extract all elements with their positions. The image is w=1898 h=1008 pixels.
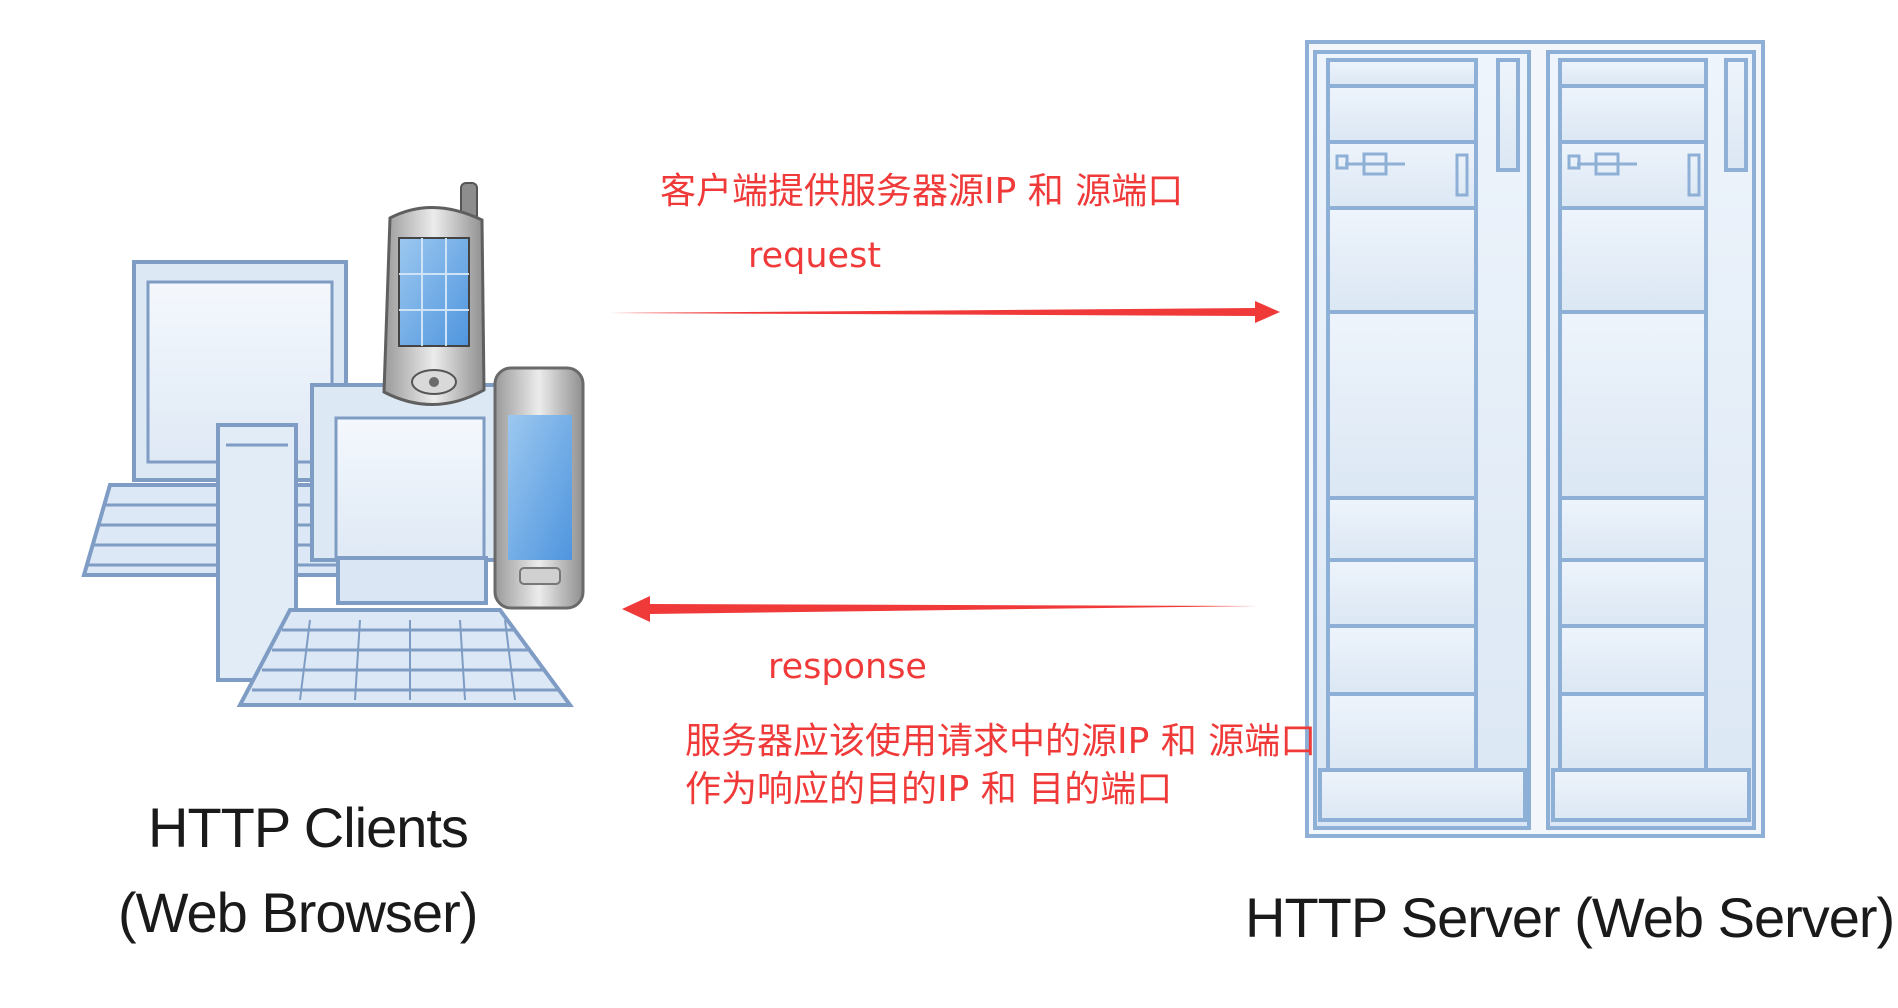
response-note-line2: 作为响应的目的IP 和 目的端口	[685, 769, 1173, 810]
response-note-line1: 服务器应该使用请求中的源IP 和 源端口	[685, 721, 1317, 762]
pda-phone-icon	[382, 182, 486, 406]
request-label: request	[748, 236, 882, 276]
server-label: HTTP Server (Web Server)	[1245, 886, 1895, 949]
response-arrow	[622, 596, 1258, 622]
client-label-line2: (Web Browser)	[118, 881, 478, 944]
response-label: response	[768, 647, 927, 687]
smartphone-icon	[493, 366, 585, 610]
desktop-computer-icon	[236, 383, 574, 707]
client-label-line1: HTTP Clients	[148, 796, 469, 859]
request-arrow	[610, 301, 1280, 323]
request-note: 客户端提供服务器源IP 和 源端口	[660, 171, 1184, 212]
